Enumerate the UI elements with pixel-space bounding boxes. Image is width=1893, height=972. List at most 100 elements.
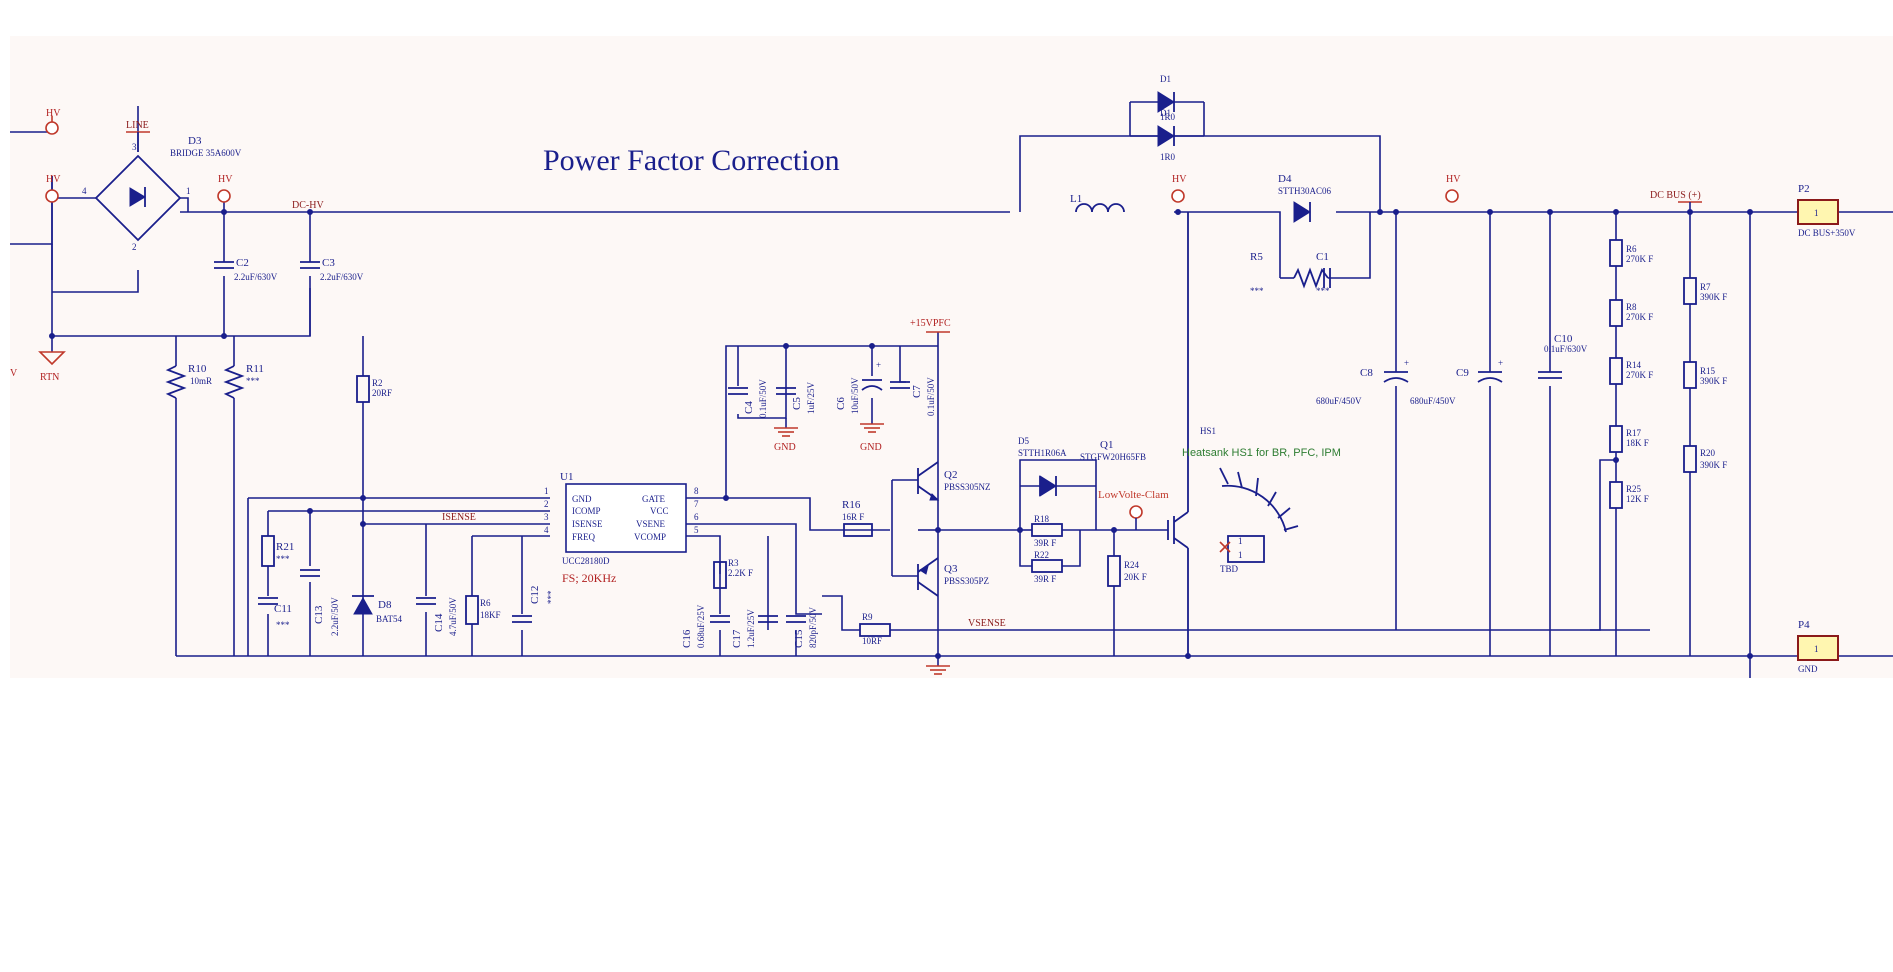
svg-text:R11: R11 [246,363,264,375]
diode-d1-bottom: D1 1R0 [1157,108,1176,162]
capacitor-c10: C10 0.1uF/630V [1538,333,1588,379]
svg-text:R25: R25 [1626,484,1642,494]
connector-p2[interactable]: P2 1 DC BUS+350V [1797,183,1856,238]
svg-text:+: + [876,360,881,370]
svg-text:12K F: 12K F [1626,494,1649,504]
transistor-q2: Q2 PBSS305NZ [917,461,991,501]
svg-text:5: 5 [694,525,699,535]
svg-text:DC BUS+350V: DC BUS+350V [1798,228,1856,238]
capacitor-c9: + C9 680uF/450V [1410,358,1503,406]
svg-text:R14: R14 [1626,360,1642,370]
svg-text:R8: R8 [1626,302,1637,312]
svg-text:2.2uF/50V: 2.2uF/50V [330,597,340,636]
svg-text:STGFW20H65FB: STGFW20H65FB [1080,452,1146,462]
rtn-ground: RTN [38,336,66,383]
svg-text:10mR: 10mR [190,376,212,386]
hv-pin-4: HV [1171,174,1187,203]
connector-p4[interactable]: P4 1 GND [1797,619,1839,674]
svg-text:C6: C6 [835,397,847,410]
svg-text:+: + [1404,358,1409,368]
resistor-r22: R22 39R F [1031,550,1063,584]
svg-text:390K F: 390K F [1700,292,1727,302]
svg-text:P2: P2 [1798,183,1810,195]
svg-text:R2: R2 [372,378,383,388]
svg-text:10uF/50V: 10uF/50V [850,377,860,414]
svg-text:HV: HV [1446,174,1461,185]
svg-text:R9: R9 [862,612,873,622]
svg-text:LINE: LINE [126,120,149,131]
svg-text:STTH30AC06: STTH30AC06 [1278,186,1332,196]
svg-text:R18: R18 [1034,514,1050,524]
svg-text:680uF/450V: 680uF/450V [1410,396,1456,406]
resistor-r16: R16 16R F [842,499,873,537]
svg-text:C1: C1 [1316,251,1329,263]
v-partial-net: V [10,368,18,379]
capacitor-c13: C13 2.2uF/50V [300,569,340,636]
inductor-l1: L1 [1070,193,1125,213]
svg-text:3: 3 [132,142,137,152]
svg-text:R24: R24 [1124,560,1140,570]
dc-hv-net: DC-HV [292,200,324,211]
hv-pin-5: HV [1445,174,1461,203]
svg-text:HV: HV [46,174,61,185]
capacitor-c3: C3 2.2uF/630V [300,257,364,282]
svg-text:R21: R21 [276,541,294,553]
controller-section: U1 UCC28180D FS; 20KHz GND ICOMP ISENSE … [176,318,1893,657]
svg-text:ISENSE: ISENSE [572,519,603,529]
svg-text:16R F: 16R F [842,512,864,522]
svg-text:***: *** [276,620,290,630]
capacitor-c12: C12 *** [512,586,556,623]
svg-text:2: 2 [132,242,137,252]
svg-text:4.7uF/50V: 4.7uF/50V [448,597,458,636]
svg-text:1: 1 [1238,550,1243,560]
d3-ref: D3 [188,135,202,147]
svg-text:C8: C8 [1360,367,1373,379]
svg-text:HV: HV [218,174,233,185]
d3-value: BRIDGE 35A600V [170,148,242,158]
svg-text:10RF: 10RF [862,636,882,646]
svg-text:D1: D1 [1160,108,1171,118]
diode-d4: D4 STTH30AC06 [1278,173,1332,223]
junction-dots [49,209,1753,659]
svg-text:1: 1 [186,186,191,196]
capacitor-c2: C2 2.2uF/630V [214,257,278,282]
svg-text:1: 1 [1238,536,1243,546]
capacitor-c11: C11 *** [258,597,292,630]
svg-text:C5: C5 [791,397,803,410]
capacitor-c7: C7 0.1uF/50V [890,377,936,416]
svg-text:R7: R7 [1700,282,1711,292]
svg-text:C7: C7 [911,385,923,398]
resistor-r9: R9 10RF [859,612,891,646]
svg-text:FREQ: FREQ [572,532,596,542]
svg-text:***: *** [246,376,260,386]
u1-part: UCC28180D [562,556,610,566]
svg-text:C15: C15 [793,629,805,648]
resistor-r14: R14 270K F [1609,357,1653,385]
svg-text:C3: C3 [322,257,335,269]
svg-text:1R0: 1R0 [1160,152,1176,162]
svg-text:ICOMP: ICOMP [572,506,601,516]
svg-text:C14: C14 [433,613,445,632]
svg-text:39R F: 39R F [1034,538,1056,548]
gnd-symbol-2: GND [860,423,884,453]
svg-text:D1: D1 [1160,74,1171,84]
resistor-r6: R6 270K F [1609,239,1653,267]
svg-text:VCOMP: VCOMP [634,532,666,542]
svg-text:1: 1 [544,486,549,496]
svg-text:18KF: 18KF [480,610,501,620]
svg-text:3: 3 [544,512,549,522]
capacitor-c5: C5 1uF/25V [776,381,816,414]
svg-text:20K F: 20K F [1124,572,1147,582]
lowvolt-clamp-pin: LowVolte-Clam [1098,489,1169,530]
svg-text:R10: R10 [188,363,207,375]
resistor-r15: R15 390K F [1683,361,1727,389]
output-section: R6 270K F R8 270K F R14 270K F R17 18K F… [1590,183,1856,678]
boost-section: L1 HV D1 1R0 D1 1R0 D4 STTH30AC06 R5 *** [1019,74,1893,656]
resistor-r24: R24 20K F [1107,555,1147,587]
svg-text:0.1uF/50V: 0.1uF/50V [758,379,768,418]
svg-text:20RF: 20RF [372,388,392,398]
capacitor-c1: C1 *** [1316,251,1331,296]
svg-text:680uF/450V: 680uF/450V [1316,396,1362,406]
p15-net: +15VPFC [910,318,951,333]
svg-text:C16: C16 [681,629,693,648]
